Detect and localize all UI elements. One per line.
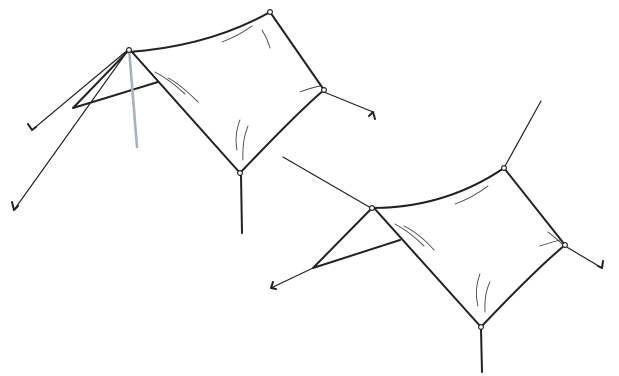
- guy-line-flap: [271, 268, 313, 288]
- tarp-without-pole: [271, 101, 603, 372]
- fabric-fold: [455, 186, 488, 204]
- corner-ring-apex: [127, 48, 132, 53]
- fabric-fold: [236, 120, 240, 150]
- corner-ring-apex: [370, 206, 375, 211]
- corner-ring-top: [268, 10, 273, 15]
- guy-line-right: [565, 246, 602, 268]
- fabric-fold: [243, 126, 248, 160]
- guy-line-top-right: [504, 101, 541, 168]
- tarp-left-edge: [374, 208, 481, 327]
- corner-ring-bottom: [479, 325, 484, 330]
- tarp-bottom-right-edge: [481, 245, 565, 327]
- stake-bottom: [241, 175, 242, 233]
- guy-line-left-long: [283, 157, 371, 208]
- tarp-left-edge: [132, 52, 240, 173]
- corner-ring-right: [563, 243, 568, 248]
- fabric-fold: [485, 282, 490, 312]
- corner-ring-top: [502, 166, 507, 171]
- tarp-top-edge: [372, 168, 504, 208]
- tarp-with-pole: [12, 10, 375, 233]
- guy-line-right: [324, 92, 373, 112]
- stake-front-left: [12, 202, 18, 210]
- tarp-right-edge: [270, 12, 324, 90]
- fabric-fold: [540, 240, 560, 246]
- fabric-fold: [262, 30, 270, 48]
- tarp-bottom-right-edge: [240, 90, 324, 173]
- stake-back-left: [28, 124, 36, 130]
- tarp-top-edge: [129, 12, 270, 52]
- corner-ring-bottom: [238, 171, 243, 176]
- corner-ring-right: [322, 88, 327, 93]
- tarp-right-edge: [504, 168, 565, 245]
- stake-bottom: [481, 329, 482, 372]
- tarp-side-flap: [73, 50, 158, 108]
- tent-pole: [129, 48, 137, 147]
- tarp-side-flap: [313, 208, 400, 268]
- stake-right: [369, 112, 375, 119]
- stake-right: [598, 261, 603, 268]
- fabric-fold: [476, 274, 480, 306]
- fabric-fold: [300, 86, 320, 92]
